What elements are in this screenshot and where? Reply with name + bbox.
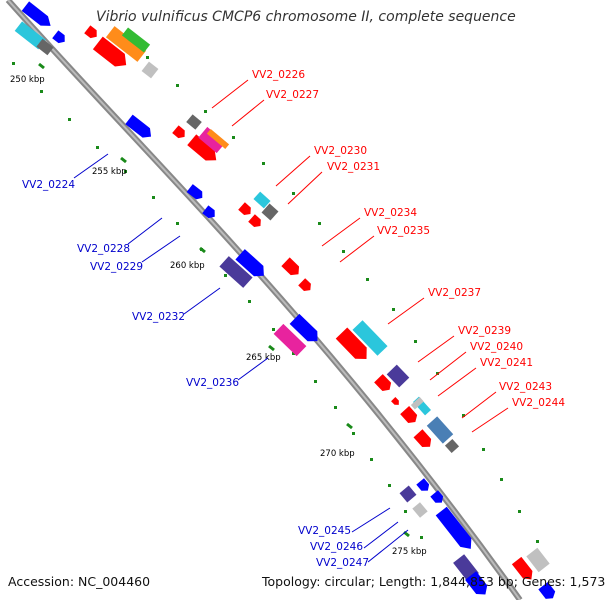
gene-arrow: [186, 184, 203, 200]
gene-box: [198, 126, 226, 154]
gene-arrow: [335, 327, 367, 359]
map-title: Vibrio vulnificus CMCP6 chromosome II, c…: [96, 9, 516, 25]
gene-box: [206, 128, 230, 150]
gene-labels-reverse: VV2_0224 VV2_0228 VV2_0229 VV2_0232 VV2_…: [22, 179, 369, 569]
tick-label: 255 kbp: [92, 167, 127, 177]
gene-box: [399, 485, 417, 503]
gene-box: [253, 191, 271, 209]
gene-box: [426, 416, 454, 444]
gene-box: [526, 547, 550, 573]
gene-arrow: [238, 202, 251, 216]
gene-arrow: [435, 506, 472, 549]
gene-box: [410, 397, 424, 410]
gene-box: [386, 364, 410, 388]
gene-arrow: [52, 30, 65, 44]
gene-arrow: [289, 313, 318, 342]
gene-arrow: [92, 36, 127, 67]
gene-arrow: [465, 571, 488, 595]
tick-label: 275 kbp: [392, 547, 427, 557]
topology-text: Topology: circular; Length: 1,844,853 bp…: [262, 574, 605, 589]
label-leaders-reverse: [73, 153, 409, 563]
gene-box: [412, 502, 428, 518]
label-leaders-forward: [211, 79, 509, 433]
gene-label[interactable]: VV2_0244: [512, 397, 565, 409]
tick-track-outer: [146, 56, 539, 543]
gene-label[interactable]: VV2_0232: [132, 311, 185, 323]
gene-label[interactable]: VV2_0235: [377, 225, 430, 237]
gene-label[interactable]: VV2_0239: [458, 325, 511, 337]
gene-box: [444, 438, 460, 454]
gene-box: [273, 323, 307, 357]
gene-arrow: [391, 397, 399, 405]
gene-label[interactable]: VV2_0234: [364, 207, 417, 219]
gene-arrow: [187, 134, 217, 161]
gene-box: [36, 38, 54, 56]
gene-arrow: [235, 249, 264, 277]
gene-box: [352, 320, 388, 356]
gene-label[interactable]: VV2_0247: [316, 557, 369, 569]
gene-label[interactable]: VV2_0243: [499, 381, 552, 393]
gene-features-forward: [84, 25, 556, 599]
accession-text: Accession: NC_004460: [8, 574, 151, 589]
gene-box: [121, 27, 151, 53]
gene-arrow: [416, 478, 430, 491]
gene-arrow: [298, 278, 311, 291]
gene-label[interactable]: VV2_0240: [470, 341, 523, 353]
gene-arrow: [84, 25, 97, 39]
major-ticks: [38, 62, 410, 538]
gene-label[interactable]: VV2_0241: [480, 357, 533, 369]
tick-track-inner: [12, 62, 423, 539]
gene-box: [219, 256, 253, 288]
gene-arrow: [413, 429, 432, 447]
gene-arrow: [248, 214, 261, 228]
gene-labels-forward: VV2_0226 VV2_0227 VV2_0230 VV2_0231 VV2_…: [252, 69, 565, 409]
gene-label[interactable]: VV2_0236: [186, 377, 239, 389]
gene-arrow: [400, 406, 418, 423]
gene-arrow: [538, 582, 556, 599]
gene-box: [14, 21, 46, 50]
gene-label[interactable]: VV2_0230: [314, 145, 367, 157]
gene-arrow: [202, 205, 215, 219]
tick-label: 265 kbp: [246, 353, 281, 363]
gene-arrow: [430, 490, 444, 503]
gene-arrow: [511, 556, 533, 580]
tick-label: 260 kbp: [170, 261, 205, 271]
gene-box: [186, 114, 202, 130]
gene-box: [105, 26, 147, 62]
gene-arrow: [374, 374, 392, 392]
gene-arrow: [281, 257, 300, 276]
gene-box: [141, 61, 159, 79]
gene-label[interactable]: VV2_0224: [22, 179, 75, 191]
gene-box: [261, 203, 279, 221]
gene-label[interactable]: VV2_0228: [77, 243, 130, 255]
tick-label: 270 kbp: [320, 449, 355, 459]
gene-arrow: [21, 1, 51, 26]
gene-label[interactable]: VV2_0231: [327, 161, 380, 173]
gene-label[interactable]: VV2_0245: [298, 525, 351, 537]
gene-label[interactable]: VV2_0237: [428, 287, 481, 299]
gene-label[interactable]: VV2_0229: [90, 261, 143, 273]
gene-arrow: [125, 114, 152, 138]
gene-label[interactable]: VV2_0226: [252, 69, 305, 81]
gene-arrow: [172, 125, 185, 139]
gene-label[interactable]: VV2_0227: [266, 89, 319, 101]
tick-label: 250 kbp: [10, 75, 45, 85]
gene-label[interactable]: VV2_0246: [310, 541, 363, 553]
gene-features-reverse: [14, 1, 488, 595]
